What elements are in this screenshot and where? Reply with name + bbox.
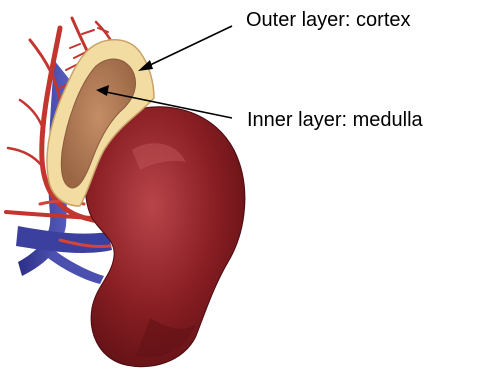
vein-lower-branch bbox=[48, 250, 104, 284]
cortex-label: Outer layer: cortex bbox=[246, 8, 411, 32]
artery-branch-4 bbox=[20, 100, 44, 132]
cortex-arrow-line bbox=[148, 26, 232, 66]
artery-branch-5 bbox=[8, 148, 42, 166]
medulla-label: Inner layer: medulla bbox=[247, 108, 423, 132]
